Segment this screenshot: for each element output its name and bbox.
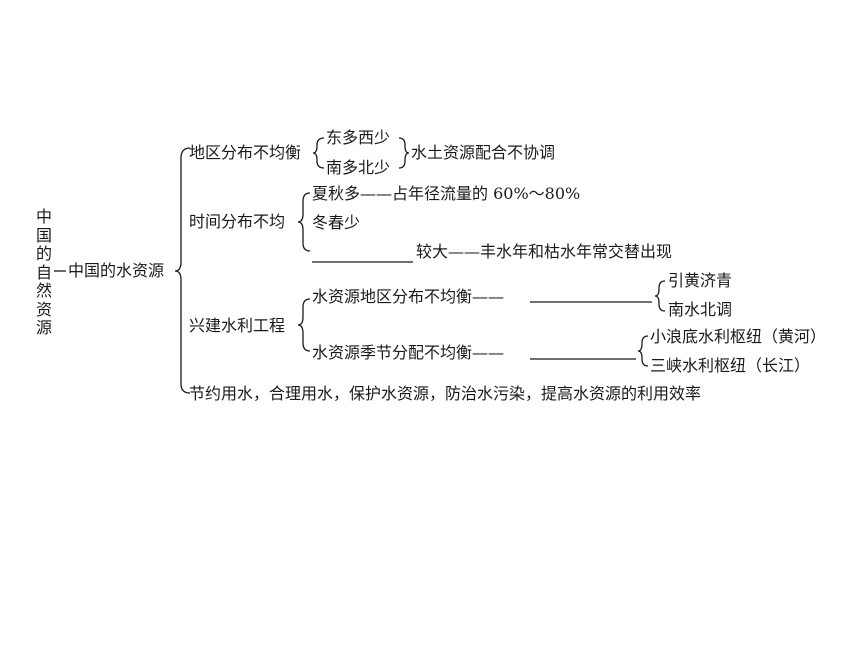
eng-season-brace bbox=[637, 335, 649, 367]
main-brace bbox=[174, 147, 191, 394]
region-result: 水土资源配合不协调 bbox=[411, 143, 556, 162]
time-label: 时间分布不均 bbox=[189, 212, 286, 231]
engineering-brace bbox=[297, 298, 311, 352]
region-sub-south-north: 南多北少 bbox=[326, 158, 391, 177]
engineering-season-item: 水资源季节分配不均衡—— bbox=[312, 343, 505, 362]
time-sub-summer-autumn: 夏秋多——占年径流量的 60%～80% bbox=[312, 184, 581, 203]
eng-region-result-yellow-qingdao: 引黄济青 bbox=[668, 271, 733, 290]
region-label: 地区分布不均衡 bbox=[189, 143, 302, 162]
main-node: 中国的水资源 bbox=[68, 261, 165, 280]
region-brace bbox=[312, 137, 325, 169]
engineering-label: 兴建水利工程 bbox=[189, 316, 286, 335]
eng-region-brace bbox=[654, 280, 666, 312]
time-sub-winter-spring: 冬春少 bbox=[312, 213, 361, 232]
eng-region-result-south-north: 南水北调 bbox=[668, 300, 733, 319]
region-sub-east-west: 东多西少 bbox=[326, 128, 391, 147]
region-result-brace bbox=[398, 137, 410, 169]
conserve-label: 节约用水，合理用水，保护水资源，防治水污染，提高水资源的利用效率 bbox=[189, 384, 702, 403]
engineering-region-item: 水资源地区分布不均衡—— bbox=[312, 287, 505, 306]
root-node: 中国的自然资源 bbox=[35, 207, 52, 337]
eng-season-result-three-gorges: 三峡水利枢纽（长江） bbox=[650, 356, 811, 375]
time-blank-suffix: 较大——丰水年和枯水年常交替出现 bbox=[416, 242, 673, 261]
eng-season-result-xiaolangdi: 小浪底水利枢纽（黄河） bbox=[650, 327, 827, 346]
time-brace bbox=[297, 192, 311, 252]
